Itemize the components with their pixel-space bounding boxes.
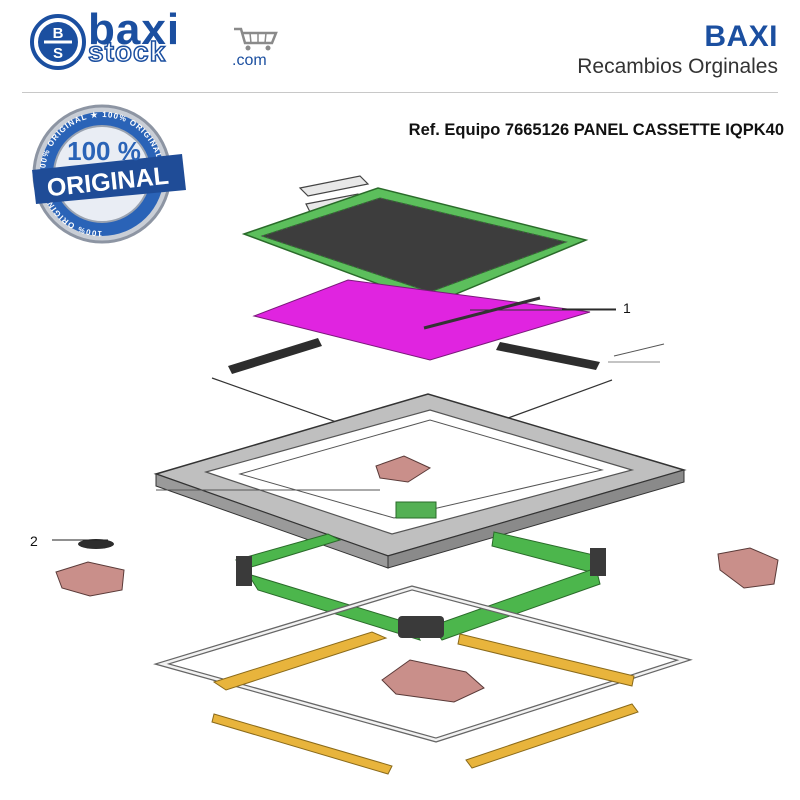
support-frame-part: [234, 531, 606, 641]
page-title: Ref. Equipo 7665126 PANEL CASSETTE IQPK4…: [408, 121, 784, 139]
filter-panel-part: [252, 279, 616, 361]
main-panel-frame-part: [153, 393, 687, 569]
callout-2: 2: [30, 533, 38, 549]
filter-frame-part: [241, 187, 589, 305]
logo-baxi-text: baxi: [88, 5, 181, 54]
original-seal-badge: 100% ORIGINAL ★ 100% ORIGINAL ★ 100% ORI…: [32, 104, 186, 244]
bottom-ring-part: [153, 585, 693, 743]
logo-domain-text: .com: [232, 52, 267, 69]
gold-strips-part: [211, 631, 639, 775]
callout-1: 1: [623, 300, 631, 316]
header-divider: [22, 92, 778, 93]
seal-percent-text: 100 %: [67, 136, 141, 166]
brand-block: BAXI Recambios Orginales: [577, 20, 778, 80]
shopping-cart-icon: [234, 27, 278, 51]
exploded-parts-diagram: [52, 175, 779, 775]
bs-logo-icon: B S: [30, 14, 86, 70]
brand-name: BAXI: [704, 20, 778, 53]
logo-stock-text: stock: [87, 36, 167, 67]
corner-brackets-part: [55, 539, 779, 703]
svg-text:B: B: [53, 25, 64, 42]
svg-text:S: S: [53, 45, 63, 62]
brand-tagline: Recambios Orginales: [577, 55, 778, 78]
